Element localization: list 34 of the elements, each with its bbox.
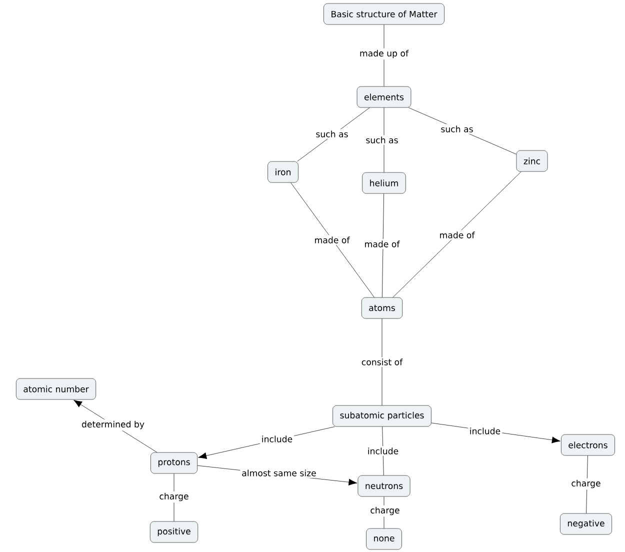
- connector: [74, 400, 158, 452]
- edge-label: such as: [364, 135, 400, 145]
- edge-label: almost same size: [240, 468, 318, 478]
- edge-label: made of: [312, 235, 352, 245]
- concept-box: protons: [150, 452, 198, 474]
- connector: [392, 172, 522, 298]
- connector: [382, 194, 384, 298]
- concept-box: negative: [560, 513, 612, 535]
- concept-box: iron: [268, 161, 298, 183]
- edge-label: determined by: [80, 419, 146, 431]
- concept-box: helium: [362, 172, 406, 194]
- concept-box: elements: [356, 86, 412, 108]
- edge-label: such as: [439, 124, 475, 134]
- concept-box: neutrons: [358, 475, 410, 497]
- concept-box: none: [366, 528, 402, 550]
- concept-box: atomic number: [16, 378, 96, 400]
- concept-box: Basic structure of Matter: [324, 3, 444, 25]
- connector: [290, 182, 374, 298]
- concept-box: electrons: [561, 434, 615, 456]
- edge-label: include: [366, 446, 400, 456]
- edge-label: charge: [570, 478, 602, 490]
- edge-label: charge: [158, 491, 190, 503]
- edge-label: made of: [362, 239, 402, 249]
- edge-label: include: [468, 426, 502, 436]
- edge-label: consist of: [360, 357, 404, 367]
- concept-box: subatomic particles: [332, 405, 432, 427]
- edge-label: charge: [368, 505, 402, 517]
- edge-label: include: [260, 434, 294, 444]
- concept-box: zinc: [516, 150, 548, 172]
- concept-box: positive: [150, 521, 198, 543]
- edge-label: made of: [438, 230, 476, 240]
- edge-label: such as: [314, 129, 350, 139]
- edge-label: made up of: [358, 48, 410, 60]
- concept-box: atoms: [361, 297, 403, 319]
